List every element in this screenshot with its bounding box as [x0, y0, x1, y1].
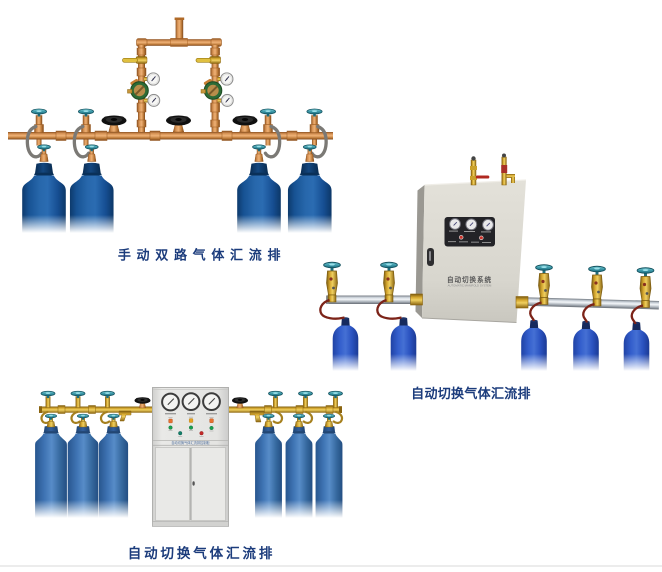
svg-text:自动切换气体汇流排: 自动切换气体汇流排: [128, 545, 276, 561]
svg-text:自动切换气体汇流排: 自动切换气体汇流排: [411, 386, 531, 401]
svg-text:自动切换系统: 自动切换系统: [447, 275, 492, 284]
svg-text:手动双路气体汇流排: 手动双路气体汇流排: [118, 248, 286, 263]
svg-text:自动切换气体汇流排控制柜: 自动切换气体汇流排控制柜: [171, 440, 210, 445]
svg-text:AUTOMATIC MANIFOLD SYSTEM: AUTOMATIC MANIFOLD SYSTEM: [448, 284, 492, 288]
